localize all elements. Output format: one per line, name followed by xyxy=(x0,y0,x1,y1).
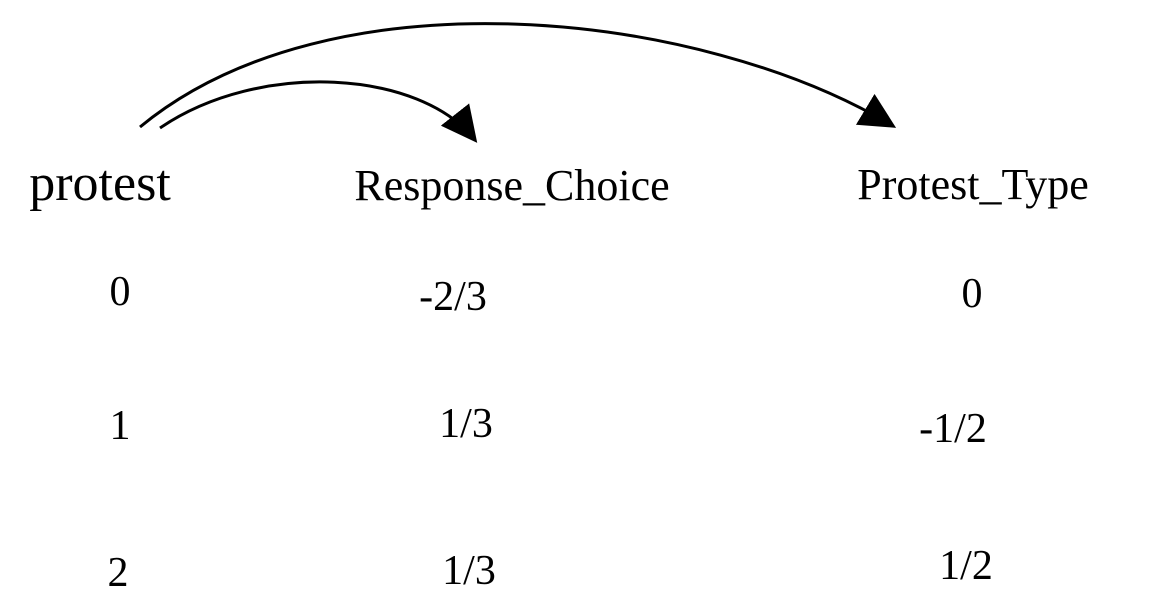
level-label: 2 xyxy=(108,550,129,596)
column-header-response-choice: Response_Choice xyxy=(354,161,669,210)
factor-label: protest xyxy=(29,155,171,212)
coefficient-cell: -1/2 xyxy=(919,406,987,452)
coefficient-cell: -2/3 xyxy=(419,274,487,320)
coefficient-cell: 1/2 xyxy=(939,543,993,589)
arrow-to-response-choice xyxy=(159,80,478,143)
column-header-protest-type: Protest_Type xyxy=(857,160,1089,209)
coefficient-cell: 0 xyxy=(962,271,983,317)
level-label: 1 xyxy=(110,403,131,449)
coefficient-cell: 1/3 xyxy=(442,548,496,594)
coefficient-cell: 1/3 xyxy=(439,401,493,447)
level-label: 0 xyxy=(110,269,131,315)
arrow-to-protest-type xyxy=(139,22,897,129)
